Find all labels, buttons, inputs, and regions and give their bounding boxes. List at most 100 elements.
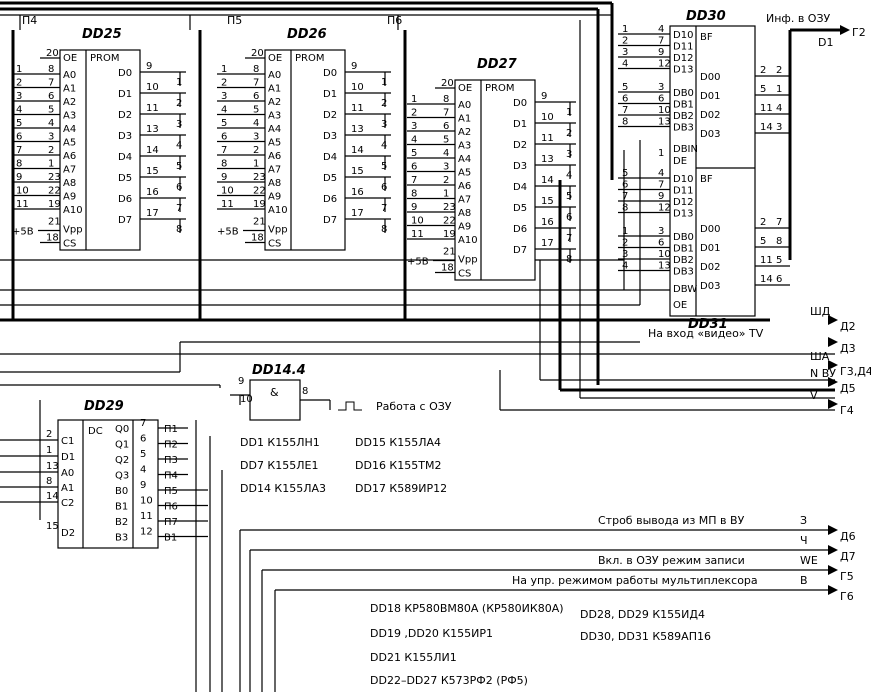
prom-addr-pin: 4 — [48, 118, 54, 129]
prom-supply: +5B — [217, 227, 239, 238]
prom-ref: DD26 — [287, 27, 327, 42]
gate-out-pin: 8 — [302, 386, 308, 397]
dd29-in-pin: 8 — [46, 476, 52, 487]
prom-addr-label: A10 — [63, 205, 83, 216]
prom-out-num: 6 — [176, 182, 182, 193]
prom-data-label: D3 — [323, 131, 337, 142]
prom-addr-pin: 8 — [443, 94, 449, 105]
prom-data-pin: 9 — [541, 91, 547, 102]
prom-data-pin: 14 — [146, 145, 159, 156]
prom-addr-label: A6 — [268, 151, 281, 162]
prom-addr-label: A0 — [268, 70, 281, 81]
prom-cs-pin: 18 — [441, 263, 454, 274]
prom-data-pin: 11 — [146, 103, 159, 114]
dd30-out-label: D02 — [700, 110, 720, 121]
dd29-out-name: П7 — [164, 517, 178, 528]
bus-name: ША — [810, 350, 830, 363]
prom-addr-pin: 4 — [443, 148, 449, 159]
dd29-out-pin: 11 — [140, 511, 153, 522]
prom-data-label: D4 — [323, 152, 337, 163]
dd30-out-label: D00 — [700, 72, 720, 83]
dd29-out-name: П5 — [164, 486, 178, 497]
dd29-in-label: A0 — [61, 468, 74, 479]
legend-bottom-item: DD22–DD27 К573РФ2 (РФ5) — [370, 674, 528, 687]
dd30-bf: BF — [700, 32, 713, 43]
dd29-out-label: Q3 — [115, 471, 129, 482]
dd31-oe: OE — [673, 300, 687, 311]
dd31-db-label: DB0 — [673, 232, 694, 243]
dd31-dbw: DBW — [673, 284, 697, 295]
prom-out-num: 4 — [176, 140, 182, 151]
dd31-db-label: DB1 — [673, 244, 694, 255]
dd30-in-pin: 9 — [658, 47, 664, 58]
dd31-db-pin: 6 — [658, 238, 664, 249]
prom-out-num: 8 — [381, 224, 387, 235]
dd31-in-pin: 9 — [658, 191, 664, 202]
bus-dest: Д2 — [840, 320, 856, 333]
prom-addr-label: A6 — [63, 151, 76, 162]
ram-info-label: Инф. в ОЗУ — [766, 12, 831, 25]
dd30-in-label: D11 — [673, 42, 693, 53]
signal-dest: Д6 — [840, 530, 856, 543]
dd30-out-num: 2 — [776, 65, 782, 76]
prom-addr-pin: 23 — [443, 202, 456, 213]
prom-addr-in: 2 — [411, 108, 417, 119]
prom-addr-label: A0 — [458, 100, 471, 111]
signal-name: WE — [800, 554, 818, 567]
prom-supply: +5B — [407, 257, 429, 268]
dd30-db-num: 5 — [622, 82, 628, 93]
prom-addr-in: 10 — [16, 186, 29, 197]
prom-oe-pin: 20 — [441, 78, 454, 89]
prom-addr-in: 8 — [221, 159, 227, 170]
dd30-body — [669, 25, 756, 317]
gate-body — [249, 379, 301, 421]
prom-data-label: D5 — [118, 173, 132, 184]
prom-bus-label: П5 — [227, 14, 242, 27]
signal-text: На упр. режимом работы мультиплексора — [512, 574, 758, 587]
prom-ref: DD25 — [82, 27, 122, 42]
legend-bottom-item: DD19 ,DD20 К155ИР1 — [370, 627, 493, 640]
prom-out-num: 1 — [176, 77, 182, 88]
dd31-in-label: D13 — [673, 209, 693, 220]
prom-data-pin: 13 — [351, 124, 364, 135]
prom-supply: +5B — [12, 227, 34, 238]
dd31-db-num: 1 — [622, 226, 628, 237]
dd29-in-pin: 13 — [46, 461, 59, 472]
prom-addr-pin: 19 — [48, 199, 61, 210]
prom-addr-in: 3 — [16, 91, 22, 102]
dd30-db-pin: 3 — [658, 82, 664, 93]
prom-addr-label: A2 — [458, 127, 471, 138]
dd29-in-pin: 2 — [46, 429, 52, 440]
prom-addr-in: 2 — [16, 78, 22, 89]
dd29-out-label: B2 — [115, 517, 128, 528]
prom-data-label: D0 — [513, 98, 527, 109]
prom-addr-pin: 22 — [253, 186, 266, 197]
signal-text: Строб вывода из МП в ВУ — [598, 514, 745, 527]
prom-data-pin: 10 — [541, 112, 554, 123]
prom-addr-label: A4 — [268, 124, 281, 135]
prom-out-num: 4 — [566, 170, 572, 181]
dd30-out-pin: 2 — [760, 65, 766, 76]
prom-data-pin: 13 — [146, 124, 159, 135]
prom-data-label: D7 — [323, 215, 337, 226]
dd29-out-pin: 6 — [140, 434, 146, 445]
legend-mid-item: DD1 К155ЛН1 — [240, 436, 320, 449]
dd29-out-pin: 7 — [140, 418, 146, 429]
prom-vpp-label: Vpp — [458, 255, 478, 266]
prom-addr-label: A1 — [63, 84, 76, 95]
dd29-in-label: D1 — [61, 452, 75, 463]
prom-addr-pin: 3 — [48, 132, 54, 143]
prom-addr-pin: 1 — [443, 189, 449, 200]
prom-cs-label: CS — [63, 239, 76, 250]
prom-addr-pin: 22 — [48, 186, 61, 197]
prom-data-pin: 17 — [541, 238, 554, 249]
prom-out-num: 5 — [381, 161, 387, 172]
dd29-ref: DD29 — [84, 399, 124, 414]
dd31-out-pin: 11 — [760, 255, 773, 266]
gate-pulse-label: Работа с ОЗУ — [376, 400, 452, 413]
